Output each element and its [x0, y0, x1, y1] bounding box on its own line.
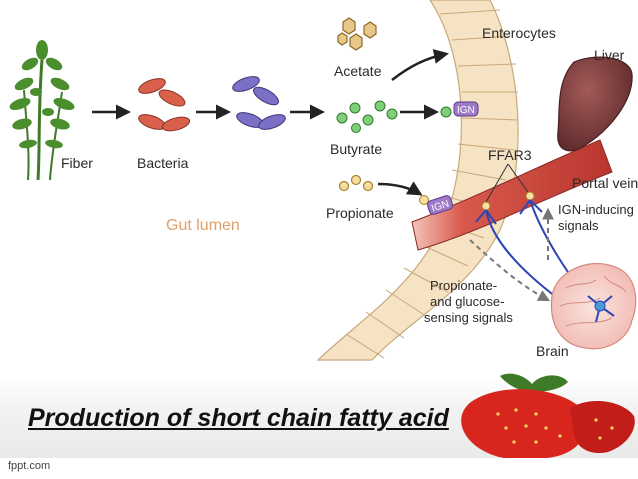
propionate-label: Propionate [326, 205, 394, 221]
butyrate-label: Butyrate [330, 141, 382, 157]
arrow-sensing-signals [469, 239, 551, 302]
scfa-diagram: Fiber Bacteria Acetate [9, 0, 638, 361]
ffar3-label: FFAR3 [488, 147, 532, 163]
propionate-molecules-icon [338, 174, 374, 192]
ign-inducing-label-line1: IGN-inducing [558, 202, 634, 217]
bottom-bar [0, 458, 638, 479]
ign-inducing-label-line2: signals [558, 218, 599, 233]
acetate-molecules-icon [337, 17, 377, 51]
fiber-label: Fiber [61, 155, 93, 171]
brain-icon [550, 262, 637, 350]
butyrate-molecule-entering [440, 106, 452, 118]
ign-tag-top: IGN [453, 101, 479, 117]
sensing-label-line3: sensing signals [424, 310, 513, 325]
brain-label: Brain [536, 343, 569, 359]
propionate-molecule-entering [419, 195, 429, 205]
slide-title: Production of short chain fatty acid [28, 404, 449, 432]
arrow-acetate [391, 49, 449, 81]
sensing-label-line1: Propionate- [430, 278, 497, 293]
bacteria-label: Bacteria [137, 155, 189, 171]
sensing-label-line2: and glucose- [430, 294, 504, 309]
portal-vein-label: Portal vein [572, 175, 638, 191]
strawberry-decoration-icon [461, 373, 635, 460]
liver-label: Liver [594, 47, 625, 63]
fiber-plant-icon [9, 40, 75, 181]
bacteria-red-icon [138, 78, 191, 132]
liver-icon [557, 56, 633, 152]
acetate-label: Acetate [334, 63, 382, 79]
portal-vein [411, 139, 613, 251]
butyrate-molecules-icon [336, 100, 398, 133]
ffar3-pointer-left [485, 163, 509, 203]
gut-lumen-label: Gut lumen [166, 217, 240, 234]
ffar3-pointer-right [507, 163, 529, 193]
svg-text:IGN: IGN [457, 105, 475, 116]
bacteria-purple-icon [232, 76, 286, 130]
enterocytes-label: Enterocytes [482, 25, 556, 41]
arrow-propionate [377, 181, 423, 196]
svg-text:IGN: IGN [430, 198, 450, 214]
ffar3-receptors [481, 191, 535, 211]
brand-label: fppt.com [8, 460, 51, 472]
ign-tag-bottom: IGN [426, 195, 454, 215]
